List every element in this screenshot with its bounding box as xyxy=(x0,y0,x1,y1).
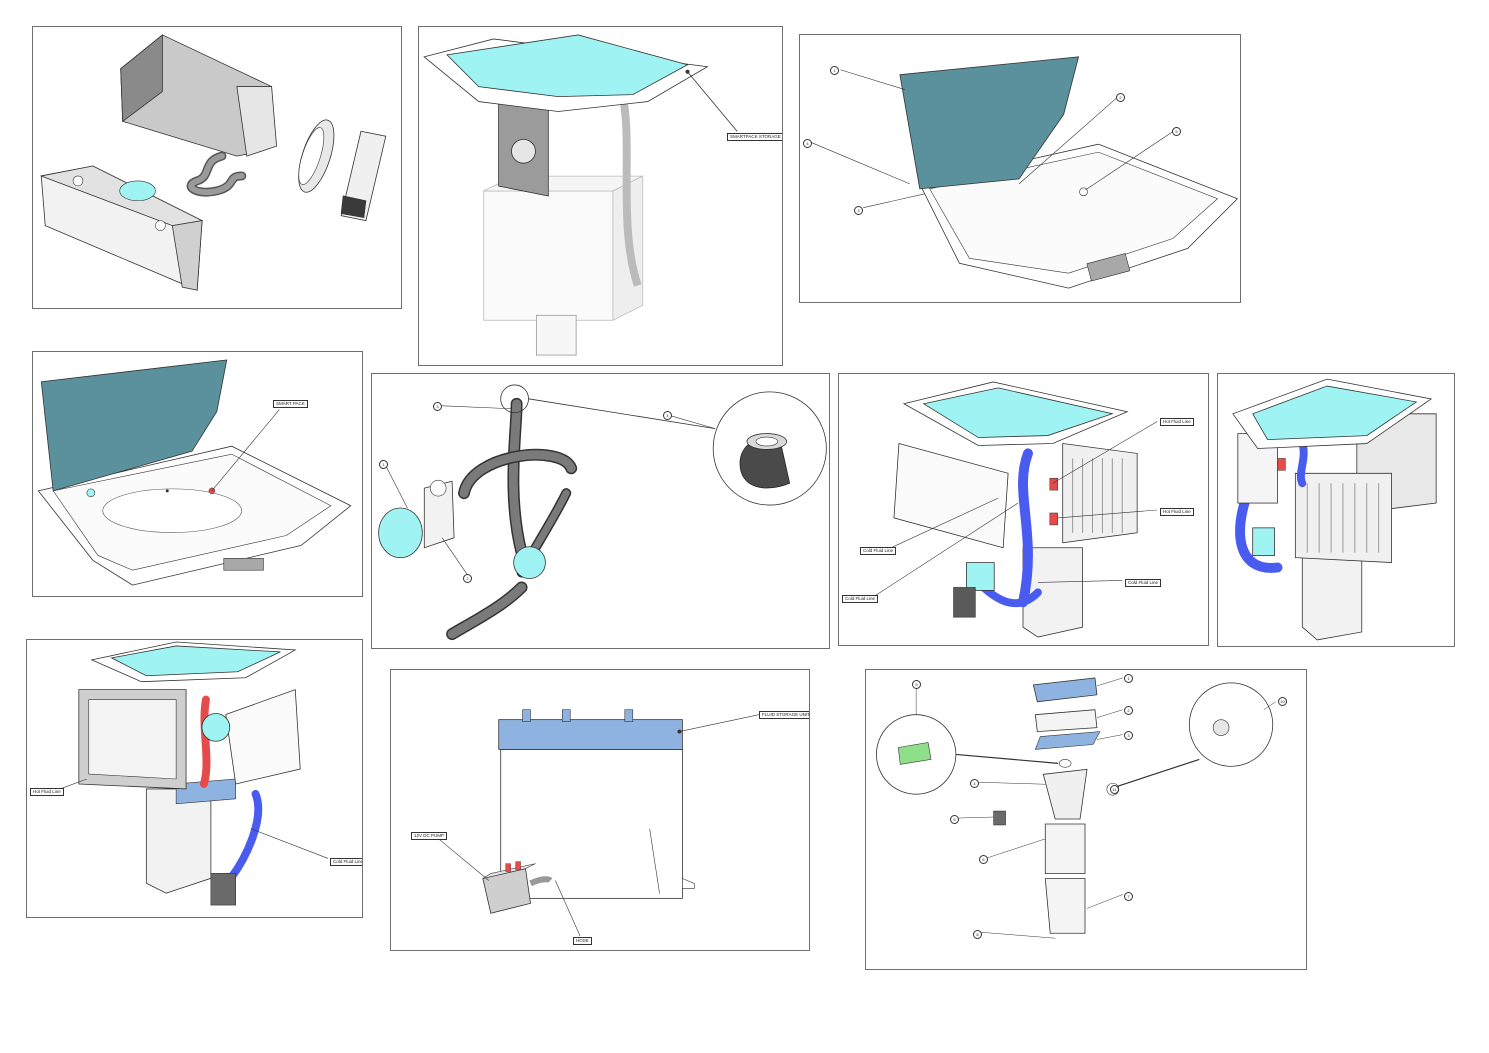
callout-number: 1 xyxy=(379,460,388,469)
smartpack-storage-drawing xyxy=(423,34,738,356)
exploded-components-drawing xyxy=(876,677,1276,939)
callout-number: 4 xyxy=(663,411,672,420)
fluid-storage-unit-drawing xyxy=(435,709,759,937)
callout-number: 7 xyxy=(1124,892,1133,901)
callout-number: 10 xyxy=(1278,697,1287,706)
pump-label: 12V DC PUMP xyxy=(411,832,448,840)
callout-number: 8 xyxy=(973,930,982,939)
panel-compact-assembly xyxy=(1217,373,1455,647)
panel-pump-hoses: 1 2 3 4 xyxy=(371,373,830,649)
panel-hot-cold-lines: Hot Fluid Line Cold Fluid Line xyxy=(26,639,363,918)
panel-tray-lid: 1 2 3 4 5 xyxy=(799,34,1241,303)
smart-pack-label: SMART PACK xyxy=(273,400,308,408)
panel-exploded-components: 1 2 3 4 5 6 7 8 9 10 11 xyxy=(865,669,1307,970)
smart-pack-drawing xyxy=(37,359,352,586)
hot-fluid-line-label: Hot Fluid Line xyxy=(1160,418,1194,426)
callout-number: 1 xyxy=(830,66,839,75)
fluid-storage-unit-label: FLUID STORAGE UNIT xyxy=(759,711,809,719)
tray-lid-drawing xyxy=(810,56,1239,289)
callout-number: 4 xyxy=(803,139,812,148)
callout-number: 4 xyxy=(970,779,979,788)
callout-number: 11 xyxy=(1110,785,1119,794)
callout-number: 2 xyxy=(1124,706,1133,715)
compact-assembly-drawing xyxy=(1232,378,1437,641)
cold-fluid-line-label: Cold Fluid Line xyxy=(330,858,362,866)
callout-number: 2 xyxy=(1116,93,1125,102)
callout-number: 5 xyxy=(950,815,959,824)
hot-fluid-line-label: Hot Fluid Line xyxy=(30,788,64,796)
pump-hoses-drawing xyxy=(378,384,827,641)
callout-number: 2 xyxy=(463,574,472,583)
callout-number: 9 xyxy=(912,680,921,689)
cold-fluid-line-label: Cold Fluid Line xyxy=(1125,579,1162,587)
callout-number: 3 xyxy=(433,402,442,411)
hose-label: HOSE xyxy=(573,937,592,945)
callout-number: 3 xyxy=(854,206,863,215)
cold-fluid-line-label: Cold Fluid Line xyxy=(860,547,897,555)
hot-cold-lines-drawing xyxy=(59,641,329,906)
panel-fluid-lines: Hot Fluid Line Hot Fluid Line Cold Fluid… xyxy=(838,373,1209,646)
panel-fluid-storage-unit: FLUID STORAGE UNIT 12V DC PUMP HOSE xyxy=(390,669,810,951)
panel-smart-pack: SMART PACK xyxy=(32,351,363,597)
callout-number: 1 xyxy=(1124,674,1133,683)
panel-exploded-assembly xyxy=(32,26,402,309)
callout-number: 5 xyxy=(1172,127,1181,136)
callout-number: 3 xyxy=(1124,731,1133,740)
callout-number: 6 xyxy=(979,855,988,864)
exploded-assembly-drawing xyxy=(39,34,387,291)
smartpack-storage-label: SMARTPACK STORAGE xyxy=(727,133,782,141)
hot-fluid-line-label: Hot Fluid Line xyxy=(1160,508,1194,516)
fluid-lines-drawing xyxy=(873,381,1158,638)
panel-smartpack-storage: SMARTPACK STORAGE xyxy=(418,26,783,366)
cold-fluid-line-label: Cold Fluid Line xyxy=(842,595,879,603)
